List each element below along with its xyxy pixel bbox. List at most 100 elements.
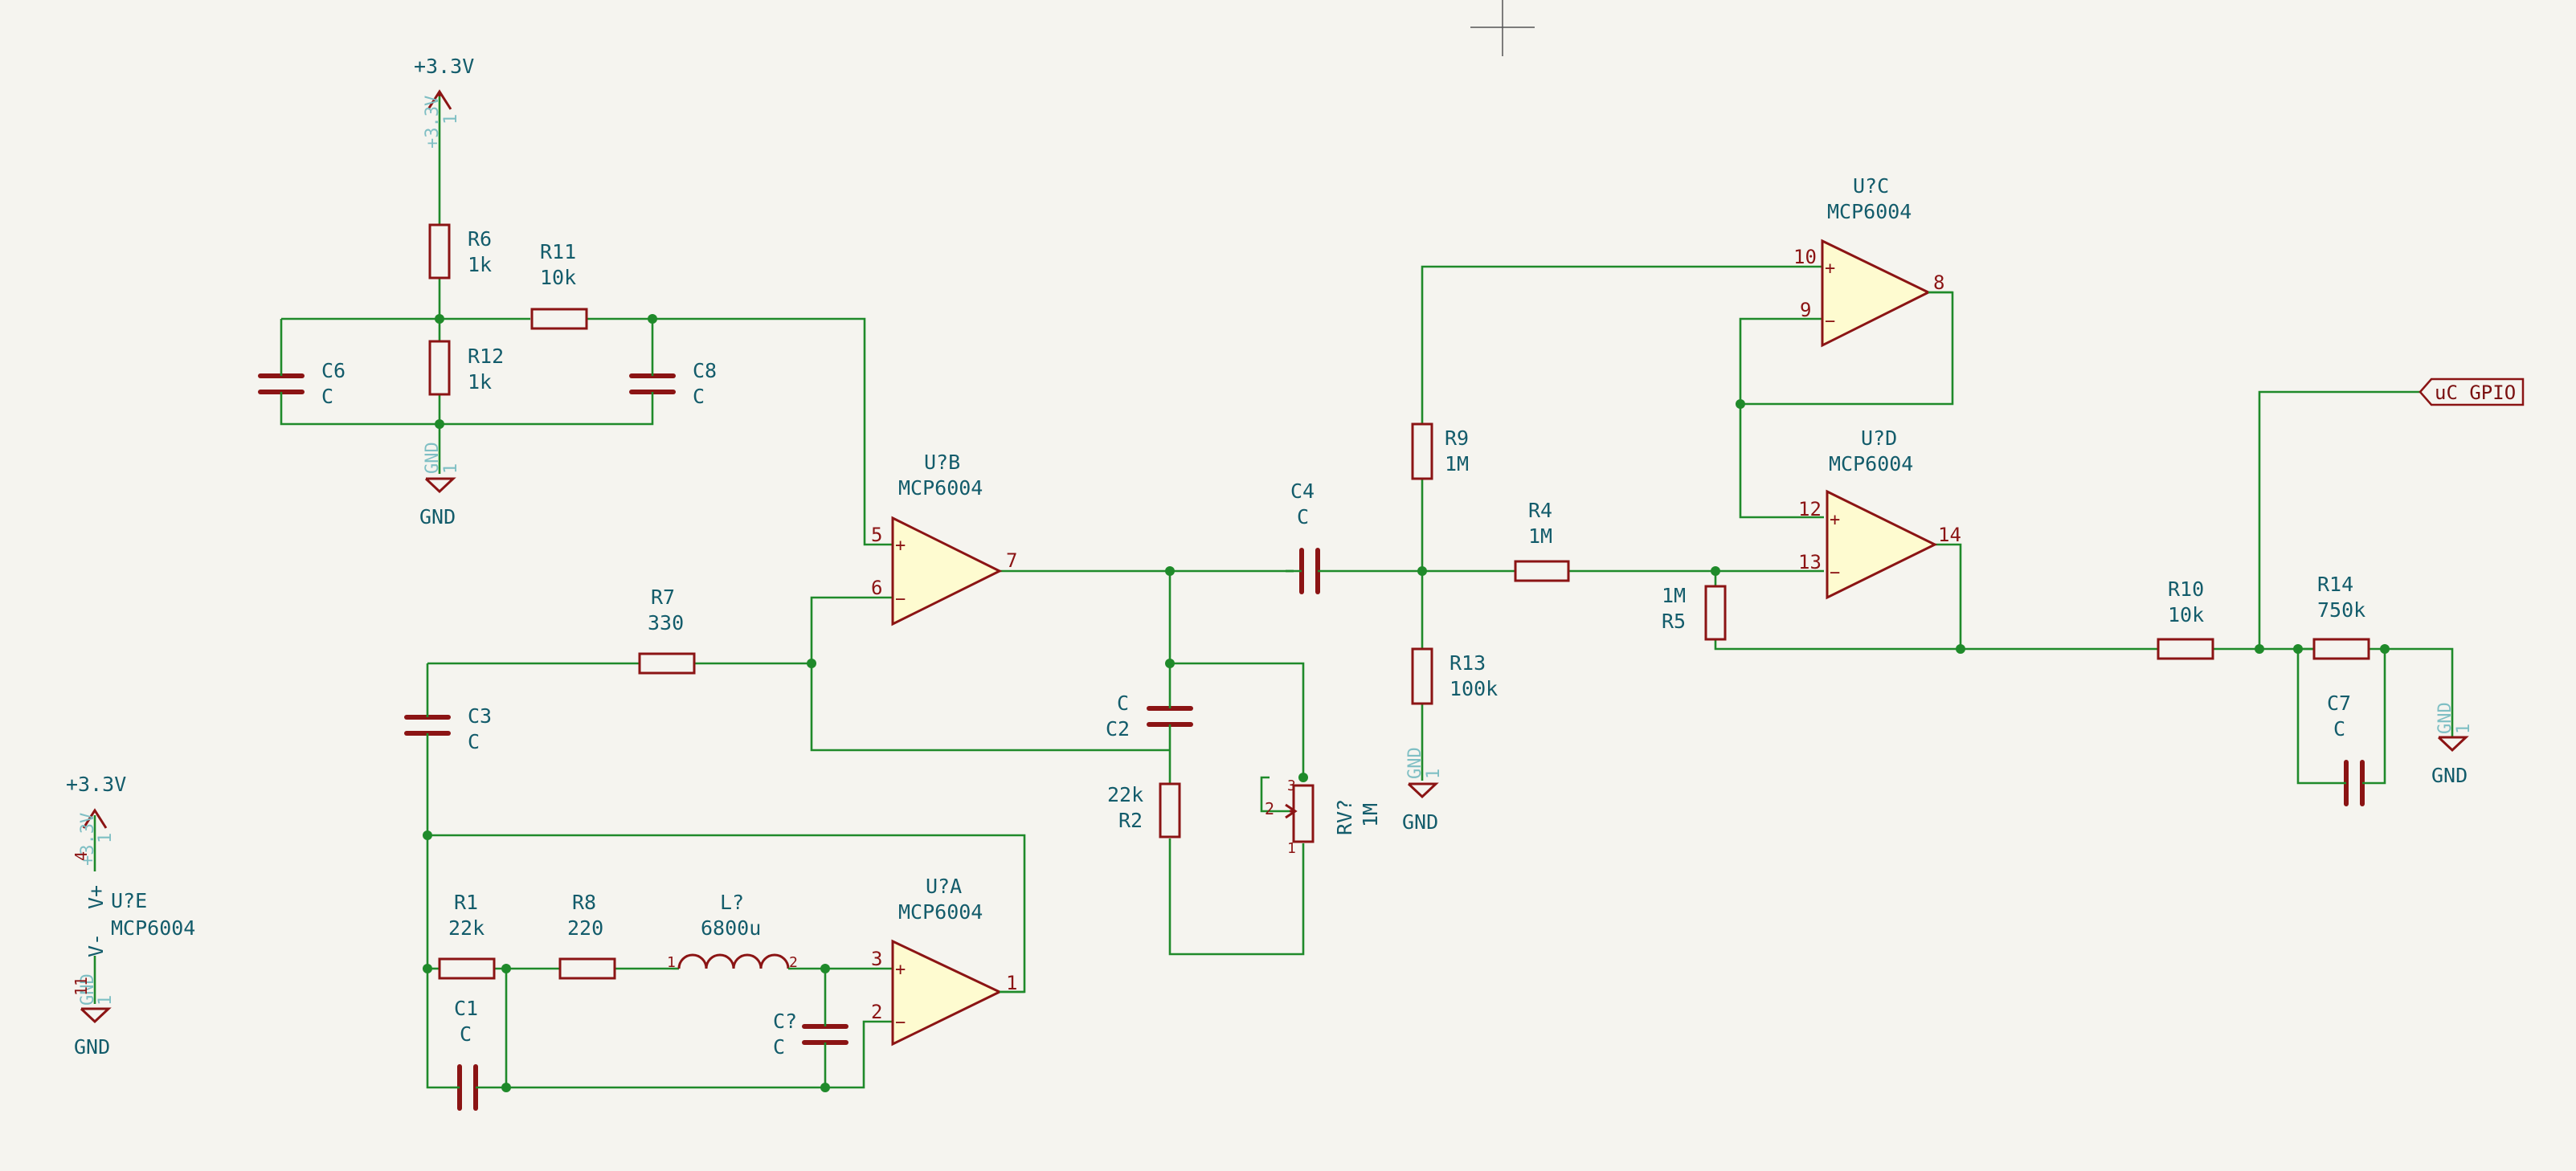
- resistor-r2[interactable]: 22k R2: [1107, 782, 1181, 838]
- pin-number: 10: [1793, 246, 1817, 268]
- resistor-r6[interactable]: R6 1k: [428, 223, 492, 279]
- ref-label: R2: [1118, 809, 1143, 832]
- power-pin-name: +3.3V: [78, 813, 98, 866]
- power-3v3-top[interactable]: +3.3V +3.3V 1: [414, 55, 474, 149]
- capacitor-c7[interactable]: C7 C: [2327, 692, 2378, 806]
- resistor-r9[interactable]: R9 1M: [1411, 422, 1469, 480]
- gnd-pin-name: GND: [423, 442, 443, 474]
- ref-label: R5: [1662, 610, 1686, 633]
- potentiometer-rv[interactable]: 2 3 1 RV? 1M: [1265, 777, 1382, 857]
- ref-label: U?A: [926, 875, 962, 898]
- pin-number: 1: [1287, 840, 1296, 857]
- junctions: [423, 314, 2390, 1092]
- gnd-label: GND: [419, 505, 456, 528]
- value-label: MCP6004: [1829, 452, 1913, 475]
- value-label: 1M: [1662, 584, 1686, 607]
- value-label: 10k: [2168, 603, 2204, 626]
- resistor-r14[interactable]: R14 750k: [2312, 573, 2370, 660]
- gnd-pin-name: GND: [78, 973, 98, 1006]
- value-label: 1M: [1359, 803, 1382, 827]
- net-label-text: uC GPIO: [2435, 381, 2516, 404]
- capacitor-c2[interactable]: C C2: [1106, 692, 1193, 741]
- value-label: 6800u: [701, 916, 761, 940]
- resistor-r12[interactable]: R12 1k: [428, 340, 504, 396]
- gnd-pin-name: GND: [2435, 702, 2455, 734]
- capacitor-c6[interactable]: C6 C: [258, 359, 346, 408]
- pin-number: 4: [72, 851, 91, 861]
- value-label: C: [693, 385, 705, 408]
- opamp-ud[interactable]: + − 12 13 14 U?D MCP6004: [1798, 426, 1961, 600]
- value-label: 1k: [468, 370, 492, 394]
- opamp-ue-power[interactable]: V+ V- 4 11 U?E MCP6004: [72, 851, 195, 996]
- value-label: 1M: [1528, 524, 1552, 548]
- ref-label: U?B: [924, 451, 960, 474]
- value-label: MCP6004: [1827, 200, 1912, 223]
- value-label: 750k: [2317, 598, 2365, 622]
- ref-label: U?D: [1861, 426, 1897, 450]
- gnd-label: GND: [1402, 810, 1438, 834]
- value-label: 100k: [1450, 677, 1498, 700]
- plus-sign: +: [895, 536, 906, 556]
- pin-number: 2: [789, 954, 798, 971]
- pin-number: 3: [871, 948, 882, 970]
- gnd-label: GND: [2431, 764, 2468, 787]
- value-label: MCP6004: [111, 916, 195, 940]
- opamp-ub[interactable]: + − 5 6 7 U?B MCP6004: [871, 451, 1017, 626]
- plus-sign: +: [1825, 259, 1835, 279]
- resistor-r10[interactable]: R10 10k: [2157, 577, 2214, 660]
- gnd-r13[interactable]: GND GND 1: [1402, 747, 1444, 834]
- pin-number: 3: [1287, 777, 1296, 794]
- resistor-r11[interactable]: R11 10k: [530, 240, 588, 330]
- gnd-pin-number: 1: [2454, 724, 2474, 734]
- power-label: +3.3V: [414, 55, 474, 78]
- ref-label: R7: [651, 586, 675, 609]
- ref-label: R14: [2317, 573, 2353, 596]
- resistor-r5[interactable]: 1M R5: [1662, 584, 1727, 641]
- pin-number: 1: [1006, 972, 1017, 994]
- pin-number: 1: [667, 954, 676, 971]
- capacitor-c4[interactable]: C4 C: [1286, 479, 1334, 594]
- ref-label: R13: [1450, 651, 1486, 675]
- value-label: C: [468, 730, 480, 753]
- gnd-pin-name: GND: [1405, 747, 1425, 779]
- power-pin-name: +3.3V: [423, 96, 443, 149]
- resistor-r4[interactable]: R4 1M: [1514, 499, 1570, 582]
- ref-label: R8: [572, 891, 596, 914]
- ref-label: R10: [2168, 577, 2204, 601]
- ref-label: R4: [1528, 499, 1552, 522]
- opamp-ua[interactable]: + − 3 2 1 U?A MCP6004: [871, 875, 1024, 1047]
- capacitor-c1[interactable]: C1 C: [450, 997, 506, 1111]
- value-label: MCP6004: [898, 476, 983, 500]
- gnd-top[interactable]: GND GND 1: [419, 442, 461, 528]
- gnd-pin-number: 1: [96, 995, 116, 1006]
- resistor-r1[interactable]: R1 22k: [438, 891, 496, 980]
- capacitor-c8[interactable]: C8 C: [629, 359, 717, 408]
- power-label: +3.3V: [66, 773, 126, 796]
- gnd-left[interactable]: GND GND 1: [74, 973, 116, 1059]
- gnd-label: GND: [74, 1035, 110, 1059]
- value-label: 330: [648, 611, 684, 634]
- net-label-gpio[interactable]: uC GPIO: [2419, 377, 2525, 406]
- value-label: C: [321, 385, 333, 408]
- power-3v3-left[interactable]: +3.3V +3.3V 1: [66, 773, 126, 866]
- value-label: C: [773, 1035, 785, 1059]
- capacitor-c3[interactable]: C3 C: [404, 704, 492, 753]
- value-label: MCP6004: [898, 900, 983, 924]
- pin-number: 2: [1265, 799, 1274, 818]
- minus-sign: −: [1825, 312, 1835, 332]
- ref-label: U?E: [111, 889, 147, 912]
- opamp-uc[interactable]: + − 10 9 8 U?C MCP6004: [1793, 174, 1952, 348]
- gnd-right[interactable]: GND GND 1: [2431, 702, 2474, 787]
- ref-label: C4: [1290, 479, 1315, 503]
- ref-label: R9: [1445, 426, 1469, 450]
- resistor-r7[interactable]: R7 330: [638, 586, 696, 675]
- resistor-r8[interactable]: R8 220: [558, 891, 616, 980]
- pin-name: V-: [84, 933, 108, 957]
- inductor-l1[interactable]: 1 2 L? 6800u: [667, 891, 798, 971]
- value-label: 10k: [540, 266, 576, 289]
- capacitor-cq[interactable]: C? C: [773, 1010, 848, 1059]
- pin-number: 9: [1800, 299, 1811, 321]
- resistor-r13[interactable]: R13 100k: [1411, 647, 1498, 705]
- ref-label: R6: [468, 227, 492, 251]
